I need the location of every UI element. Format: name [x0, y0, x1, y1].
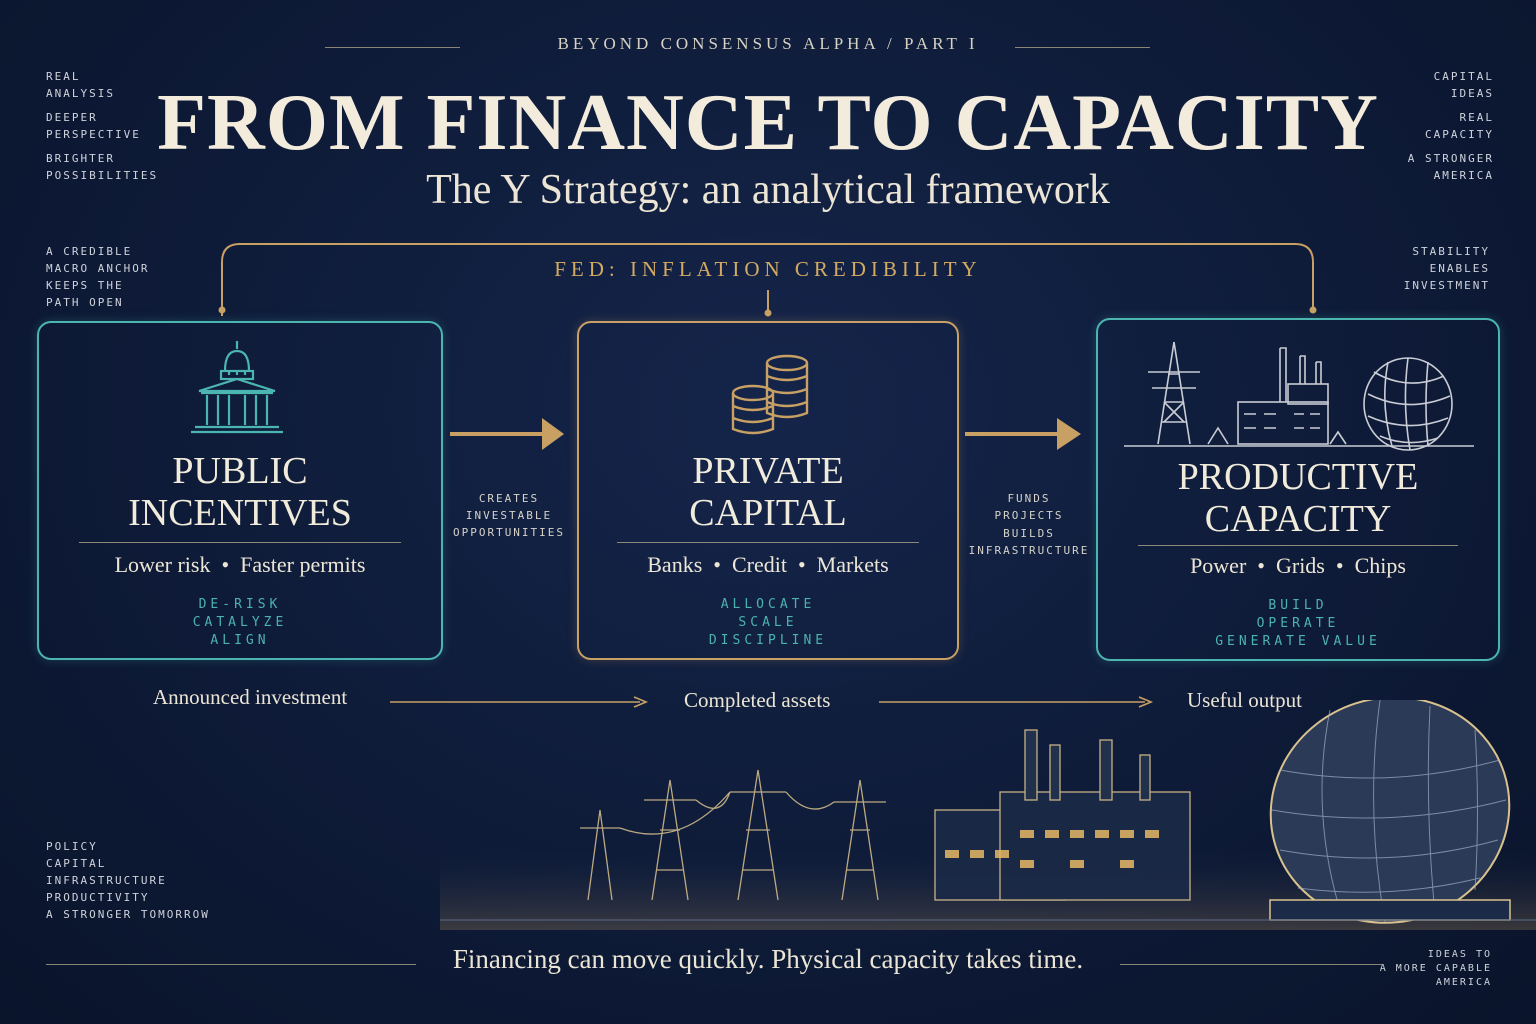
side-note-line: BRIGHTER	[46, 152, 115, 165]
side-note-line: PATH OPEN	[46, 296, 124, 309]
footer-rule-left	[46, 964, 416, 965]
kicker: BEYOND CONSENSUS ALPHA / PART I	[557, 34, 979, 53]
kicker-rule-left	[325, 47, 460, 48]
side-note-line: ANALYSIS	[46, 87, 115, 100]
box-verb: CATALYZE	[192, 615, 288, 630]
side-note-line: PRODUCTIVITY	[46, 891, 150, 904]
side-note-bottom-left: POLICY CAPITAL INFRASTRUCTURE PRODUCTIVI…	[46, 838, 210, 923]
side-note-line: KEEPS THE	[46, 279, 124, 292]
box-title-line-2: CAPITAL	[689, 492, 847, 534]
coin-stacks-icon	[731, 354, 809, 435]
box-tags: Power • Grids • Chips	[1190, 553, 1406, 578]
box-verb: DE-RISK	[198, 597, 282, 612]
connector-line: PROJECTS	[994, 509, 1064, 522]
industrial-skyline-illustration	[440, 700, 1536, 930]
side-note-line: CAPACITY	[1425, 128, 1494, 141]
side-note-mid-right: STABILITY ENABLES INVESTMENT	[1404, 243, 1490, 294]
box-tags: Lower risk • Faster permits	[114, 552, 366, 577]
box-divider	[616, 542, 920, 543]
fed-label: FED: INFLATION CREDIBILITY	[554, 257, 982, 281]
box-verbs: ALLOCATE SCALE DISCIPLINE	[579, 596, 957, 650]
side-note-line: REAL	[46, 70, 81, 83]
arrow-right-icon	[879, 696, 1154, 708]
arrow-right-icon	[450, 418, 564, 450]
box-divider	[1138, 545, 1458, 546]
box-verbs: BUILD OPERATE GENERATE VALUE	[1098, 597, 1498, 651]
side-note-line: IDEAS	[1450, 87, 1494, 100]
box-divider	[79, 542, 401, 543]
box-tags: Banks • Credit • Markets	[647, 552, 889, 577]
box-title-line-2: CAPACITY	[1204, 498, 1392, 540]
box-verb: ALIGN	[210, 633, 270, 648]
side-note-line: POSSIBILITIES	[46, 169, 159, 182]
side-note-line: REAL	[1459, 111, 1494, 124]
connector-note-1: CREATES INVESTABLE OPPORTUNITIES	[448, 490, 570, 541]
side-note-line: CAPITAL	[1433, 70, 1494, 83]
side-note-line: A STRONGER TOMORROW	[46, 908, 210, 921]
kicker-rule-right	[1015, 47, 1150, 48]
side-note-line: CAPITAL	[46, 857, 107, 870]
footer-tagline: Financing can move quickly. Physical cap…	[452, 944, 1084, 974]
connector-line: INFRASTRUCTURE	[968, 544, 1090, 557]
box-verb: DISCIPLINE	[708, 633, 828, 648]
flow-step-1: Announced investment	[153, 685, 348, 709]
side-note-line: AMERICA	[1435, 977, 1492, 988]
side-note-top-left: REAL ANALYSIS DEEPER PERSPECTIVE BRIGHTE…	[46, 68, 158, 184]
box-verbs: DE-RISK CATALYZE ALIGN	[39, 596, 441, 650]
box-verb: GENERATE VALUE	[1215, 634, 1381, 649]
box-public-incentives: PUBLIC INCENTIVES Lower risk • Faster pe…	[37, 321, 443, 660]
side-note-line: STABILITY	[1412, 245, 1490, 258]
capitol-building-icon	[191, 341, 283, 434]
connector-line: OPPORTUNITIES	[452, 526, 566, 539]
connector-line: BUILDS	[1003, 527, 1055, 540]
box-title-line-1: PRIVATE	[692, 450, 844, 492]
connector-line: INVESTABLE	[465, 509, 553, 522]
side-note-line: A CREDIBLE	[46, 245, 133, 258]
side-note-line: AMERICA	[1433, 169, 1494, 182]
fed-bracket	[218, 243, 1317, 317]
box-verb: SCALE	[738, 615, 798, 630]
side-note-mid-left: A CREDIBLE MACRO ANCHOR KEEPS THE PATH O…	[46, 243, 149, 311]
side-note-line: POLICY	[46, 840, 98, 853]
arrow-right-icon	[965, 418, 1081, 450]
connector-note-2: FUNDS PROJECTS BUILDS INFRASTRUCTURE	[966, 490, 1092, 559]
side-note-line: INVESTMENT	[1403, 279, 1490, 292]
box-title-line-2: INCENTIVES	[128, 492, 352, 534]
box-verb: BUILD	[1268, 598, 1328, 613]
side-note-line: INFRASTRUCTURE	[46, 874, 167, 887]
side-note-line: DEEPER	[46, 111, 98, 124]
box-private-capital: PRIVATE CAPITAL Banks • Credit • Markets…	[577, 321, 959, 660]
side-note-line: ENABLES	[1429, 262, 1490, 275]
power-factory-chip-icon	[1124, 341, 1474, 451]
footer-rule-right	[1120, 964, 1382, 965]
flow-step-3: Useful output	[1187, 688, 1302, 712]
connector-line: CREATES	[478, 492, 540, 505]
page-subtitle: The Y Strategy: an analytical framework	[426, 167, 1110, 213]
connector-line: FUNDS	[1007, 492, 1051, 505]
box-productive-capacity: PRODUCTIVE CAPACITY Power • Grids • Chip…	[1096, 318, 1500, 661]
page-title: FROM FINANCE TO CAPACITY	[157, 79, 1379, 167]
side-note-line: MACRO ANCHOR	[46, 262, 150, 275]
box-verb: OPERATE	[1256, 616, 1340, 631]
box-title-line-1: PUBLIC	[172, 450, 308, 492]
flow-step-2: Completed assets	[684, 688, 831, 712]
box-title-line-1: PRODUCTIVE	[1177, 456, 1419, 498]
side-note-line: A STRONGER	[1407, 152, 1494, 165]
side-note-line: IDEAS TO	[1427, 949, 1492, 960]
side-note-line: A MORE CAPABLE	[1379, 963, 1492, 974]
box-verb: ALLOCATE	[720, 597, 816, 612]
side-note-top-right: CAPITAL IDEAS REAL CAPACITY A STRONGER A…	[1408, 68, 1494, 184]
arrow-right-icon	[390, 696, 649, 708]
side-note-line: PERSPECTIVE	[46, 128, 141, 141]
side-note-bottom-right: IDEAS TO A MORE CAPABLE AMERICA	[1380, 948, 1492, 990]
